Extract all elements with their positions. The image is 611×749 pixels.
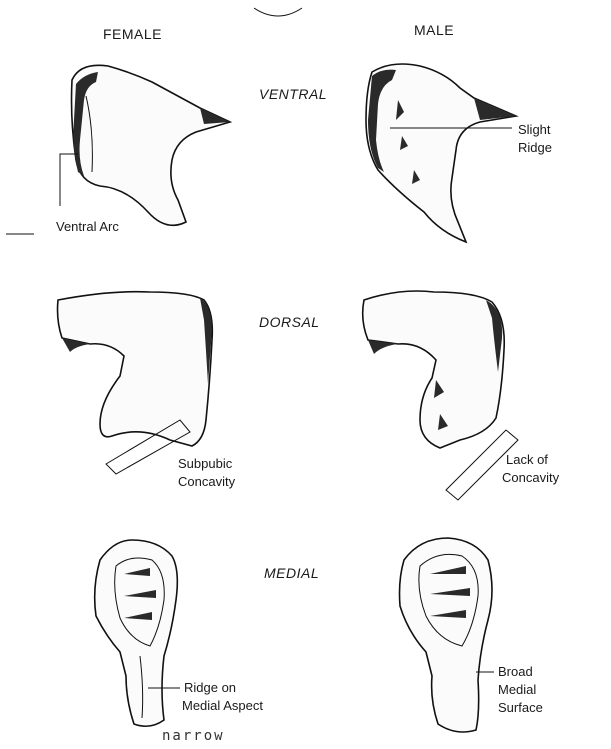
broad-medial-label-line2: Medial: [498, 682, 536, 698]
ridge-medial-label-line1: Ridge on: [184, 680, 236, 696]
subpubic-concavity-label-line2: Concavity: [178, 474, 235, 490]
lack-of-concavity-label-line2: Concavity: [502, 470, 559, 486]
top-arc-mark: [254, 8, 302, 16]
dorsal-female-bone: [58, 292, 213, 446]
ventral-female-bone: [72, 65, 231, 225]
ventral-arc-leader: [60, 154, 78, 206]
medial-female-bone: [95, 540, 178, 726]
ventral-arc-label: Ventral Arc: [56, 219, 119, 235]
broad-medial-label-line3: Surface: [498, 700, 543, 716]
slight-ridge-label-line2: Ridge: [518, 140, 552, 156]
dorsal-male-bone: [363, 291, 505, 448]
slight-ridge-label-line1: Slight: [518, 122, 551, 138]
handwritten-note: narrow: [162, 728, 225, 744]
lack-of-concavity-label-line1: Lack of: [506, 452, 548, 468]
subpubic-concavity-label-line1: Subpubic: [178, 456, 232, 472]
ventral-male-bone: [366, 64, 516, 242]
broad-medial-label-line1: Broad: [498, 664, 533, 680]
medial-male-bone: [400, 538, 493, 732]
ridge-medial-label-line2: Medial Aspect: [182, 698, 263, 714]
